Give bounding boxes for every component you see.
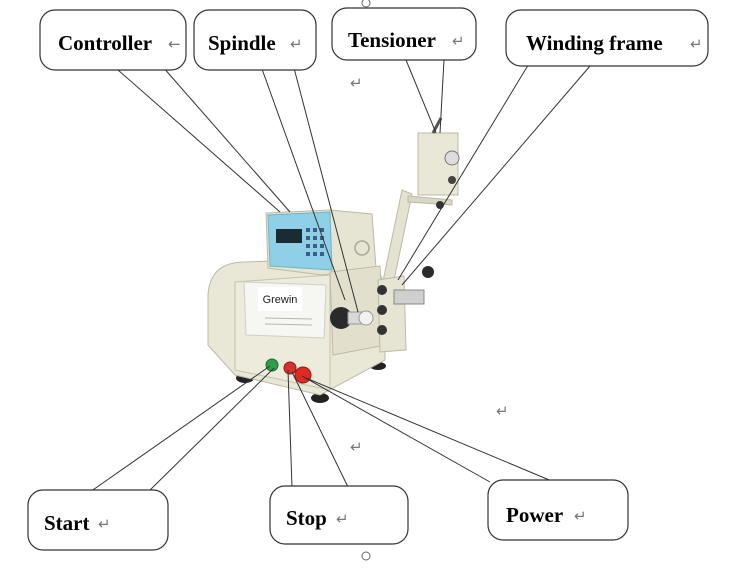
guide-wheel [377, 305, 387, 315]
callout-winding-frame-label: Winding frame [526, 31, 663, 55]
callout-controller: Controller ← [39, 9, 187, 71]
callout-spindle: Spindle ↵ [193, 9, 317, 71]
anchor-handle [361, 0, 371, 8]
tension-screw [448, 176, 456, 184]
brand-label: Grewin [263, 294, 298, 306]
callout-tensioner-label: Tensioner [348, 28, 436, 52]
power-button [294, 366, 312, 384]
brand-box [258, 287, 302, 311]
callout-tensioner: Tensioner ↵ [331, 7, 477, 61]
callout-winding-frame: Winding frame ↵ [505, 9, 709, 67]
callout-power: Power ↵ [487, 479, 629, 541]
tension-knob [444, 150, 460, 166]
arrow-mark: ← [168, 35, 181, 53]
callout-stop: Stop ↵ [269, 485, 409, 545]
return-mark: ↵ [350, 74, 363, 92]
callout-start: Start ↵ [27, 489, 169, 551]
return-mark: ↵ [336, 510, 349, 528]
return-mark: ↵ [350, 438, 363, 456]
guide-wheel [377, 285, 387, 295]
callout-spindle-label: Spindle [208, 31, 276, 55]
callout-stop-label: Stop [286, 506, 327, 530]
callout-start-label: Start [44, 511, 90, 535]
leader-lines [89, 59, 591, 493]
return-mark: ↵ [452, 32, 465, 50]
frame-knob [422, 266, 434, 278]
guide-wheel [377, 325, 387, 335]
callout-power-label: Power [506, 503, 563, 527]
return-mark: ↵ [98, 515, 111, 533]
controller-keypad [306, 228, 324, 256]
callout-controller-label: Controller [58, 31, 152, 55]
speaker-grille [354, 240, 370, 256]
return-mark: ↵ [496, 402, 509, 420]
spindle-hub [330, 307, 352, 329]
winding-frame-crossbar [407, 195, 453, 206]
tension-lever [431, 117, 443, 134]
plate-line [264, 317, 313, 320]
winding-guide [393, 289, 425, 305]
winding-machine: Grewin [207, 117, 460, 403]
return-mark: ↵ [290, 35, 303, 53]
anchor-handle [361, 551, 371, 561]
machine-foot [311, 393, 329, 403]
return-mark: ↵ [690, 35, 703, 53]
start-button [265, 358, 279, 372]
return-mark: ↵ [574, 507, 587, 525]
winding-frame-arm [381, 189, 413, 291]
stop-button [283, 361, 297, 375]
spindle-tip [358, 310, 374, 326]
tension-pulley [436, 201, 444, 209]
controller-display [276, 229, 302, 243]
plate-line [264, 323, 313, 326]
tensioner-box [417, 132, 459, 196]
